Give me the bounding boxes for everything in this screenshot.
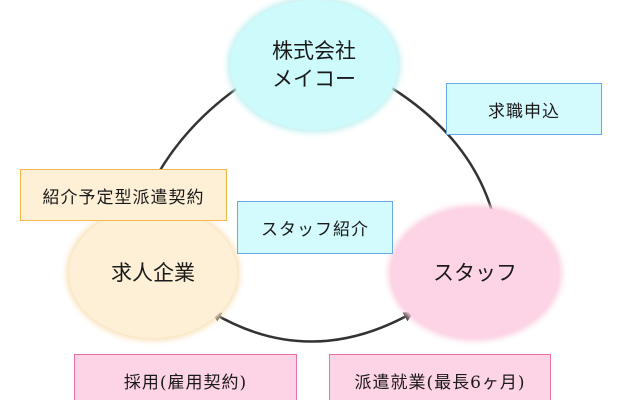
label-job-application: 求職申込 [446, 83, 602, 135]
label-staff-introduction-text: スタッフ紹介 [261, 220, 369, 240]
label-hiring: 採用(雇用契約) [74, 354, 297, 400]
node-company-line2: メイコー [272, 67, 356, 91]
node-company-line1: 株式会社 [272, 39, 356, 63]
node-staff-label: スタッフ [433, 261, 517, 285]
label-dispatch-work-text: 派遣就業(最長6ヶ月) [354, 372, 526, 393]
node-company: 株式会社 メイコー [230, 0, 398, 130]
node-staff: スタッフ [391, 208, 559, 338]
label-hiring-text: 採用(雇用契約) [123, 372, 248, 393]
arrow-employer-staff [211, 311, 414, 343]
label-job-application-text: 求職申込 [488, 101, 560, 122]
node-employer: 求人企業 [69, 208, 237, 338]
label-temp-to-hire-contract: 紹介予定型派遣契約 [20, 169, 227, 221]
label-staff-introduction: スタッフ紹介 [237, 201, 393, 254]
label-temp-to-hire-contract-text: 紹介予定型派遣契約 [42, 187, 205, 208]
node-employer-label: 求人企業 [111, 261, 195, 285]
label-dispatch-work: 派遣就業(最長6ヶ月) [329, 354, 551, 400]
